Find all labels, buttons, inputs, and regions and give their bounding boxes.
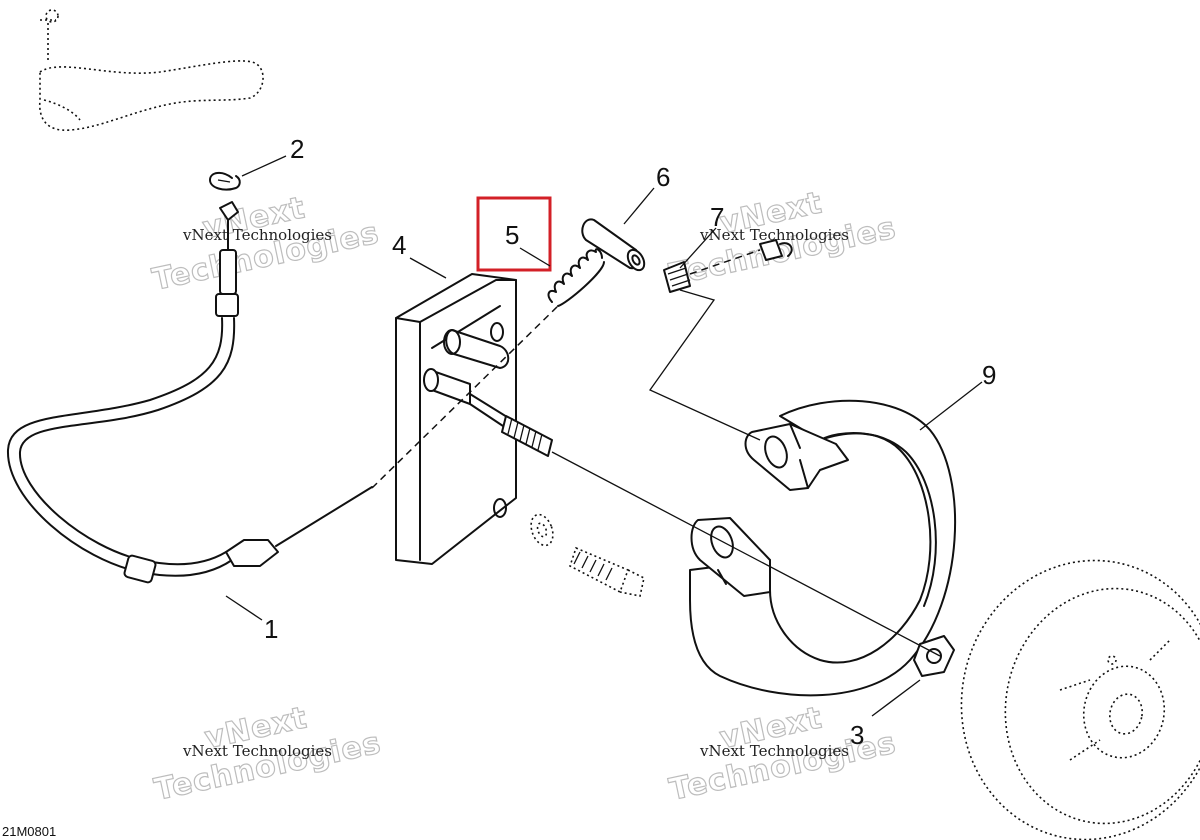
brake-band [689, 399, 957, 697]
callout-2: 2 [241, 134, 304, 177]
pin-sleeve [581, 218, 646, 272]
watermark-text-top-right: vNext Technologies [699, 226, 849, 244]
callout-4: 4 [392, 230, 447, 279]
callout-label-5: 5 [505, 220, 519, 250]
brake-drum [960, 559, 1200, 840]
callout-label-2: 2 [290, 134, 304, 164]
adjuster-screw [663, 239, 793, 293]
callout-1: 1 [225, 595, 278, 644]
brake-pedal-lever [39, 9, 264, 131]
watermark-text-top-left: vNext Technologies [182, 226, 332, 244]
callout-label-9: 9 [982, 360, 996, 390]
callout-5-highlight-box [476, 196, 552, 272]
spring [547, 248, 605, 307]
e-clip [209, 172, 241, 191]
threaded-rod-end [501, 415, 553, 457]
washer-and-bolt [530, 513, 645, 597]
callout-label-6: 6 [656, 162, 670, 192]
callout-7: 7 [679, 202, 724, 269]
callout-5: 5 [476, 196, 552, 272]
callout-9: 9 [919, 360, 996, 431]
callout-3: 3 [850, 679, 921, 750]
assembly-lines [371, 289, 941, 657]
callout-label-1: 1 [264, 614, 278, 644]
callout-label-4: 4 [392, 230, 406, 260]
reference-code: 21M0801 [2, 824, 56, 839]
callout-label-3: 3 [850, 720, 864, 750]
brake-cable [6, 201, 373, 584]
mounting-bracket [395, 273, 553, 565]
callout-label-7: 7 [710, 202, 724, 232]
callout-6: 6 [623, 162, 670, 225]
lock-nut [913, 635, 955, 677]
watermark-text-bottom-left: vNext Technologies [182, 742, 332, 760]
watermark-text-bottom-right: vNext Technologies [699, 742, 849, 760]
